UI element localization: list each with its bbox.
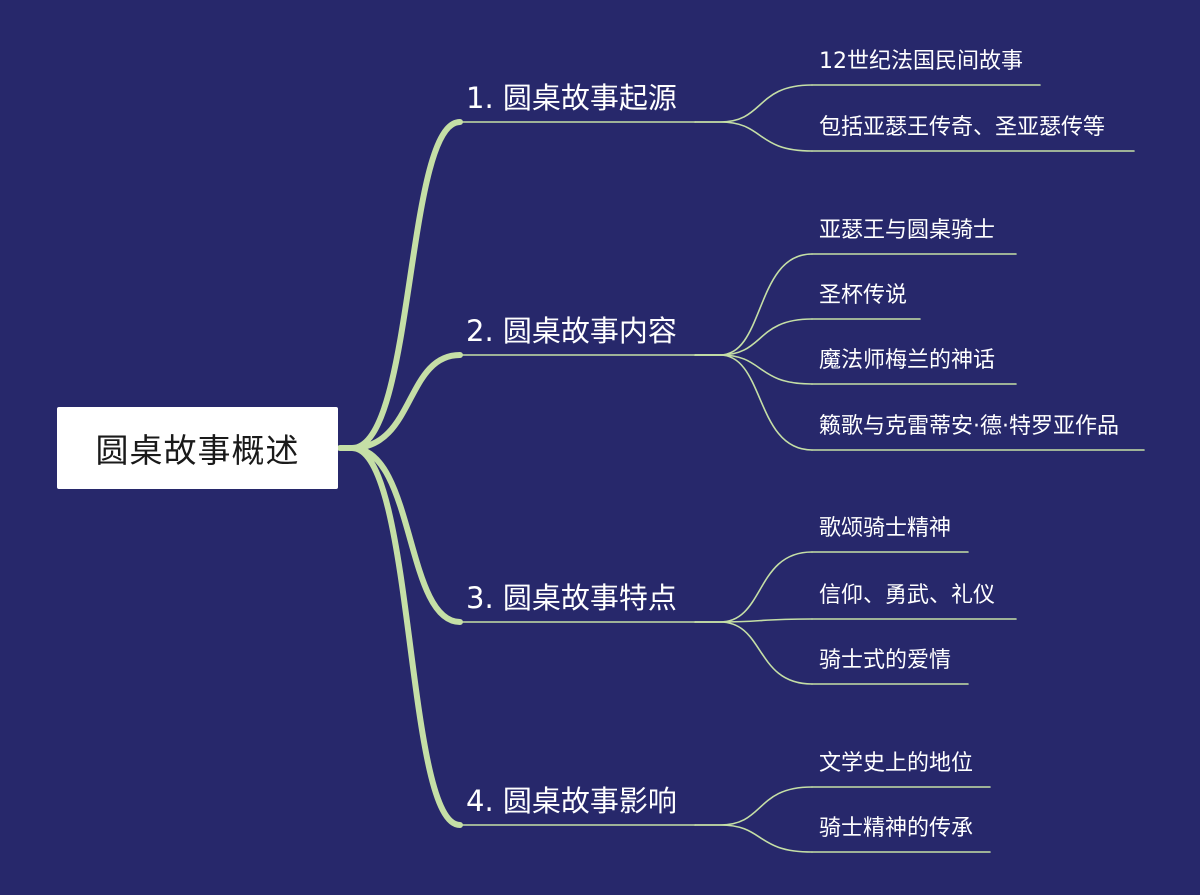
branch-label-3[interactable]: 3. 圆桌故事特点 bbox=[466, 581, 677, 615]
leaf-label-2-2[interactable]: 圣杯传说 bbox=[819, 283, 908, 308]
root-node-label: 圆桌故事概述 bbox=[95, 431, 300, 470]
leaf-label-4-1[interactable]: 文学史上的地位 bbox=[819, 751, 974, 776]
branch-label-2[interactable]: 2. 圆桌故事内容 bbox=[466, 314, 677, 348]
leaf-label-2-3[interactable]: 魔法师梅兰的神话 bbox=[819, 348, 996, 373]
leaf-connector-2-3 bbox=[694, 354, 813, 385]
leaf-connector-2-1 bbox=[694, 253, 813, 356]
leaf-connector-3-1 bbox=[694, 551, 813, 623]
branch-connector-2 bbox=[349, 352, 463, 451]
leaf-connector-2-4 bbox=[694, 354, 813, 451]
branch-connector-4 bbox=[349, 445, 463, 828]
leaf-label-3-2[interactable]: 信仰、勇武、礼仪 bbox=[819, 583, 996, 608]
root-node[interactable]: 圆桌故事概述 bbox=[57, 407, 338, 489]
leaf-connector-4-2 bbox=[694, 824, 813, 853]
leaf-connector-1-1 bbox=[694, 84, 813, 123]
leaf-connector-4-1 bbox=[694, 786, 813, 826]
leaf-label-3-3[interactable]: 骑士式的爱情 bbox=[819, 648, 952, 673]
leaf-label-1-2[interactable]: 包括亚瑟王传奇、圣亚瑟传等 bbox=[819, 115, 1106, 140]
branch-connector-1 bbox=[349, 119, 463, 451]
leaf-label-2-1[interactable]: 亚瑟王与圆桌骑士 bbox=[819, 218, 996, 243]
leaf-label-2-4[interactable]: 籁歌与克雷蒂安·德·特罗亚作品 bbox=[819, 414, 1119, 439]
leaf-connector-1-2 bbox=[694, 121, 813, 152]
branch-label-1[interactable]: 1. 圆桌故事起源 bbox=[466, 81, 677, 115]
leaf-label-1-1[interactable]: 12世纪法国民间故事 bbox=[819, 49, 1023, 74]
leaf-connector-3-3 bbox=[694, 621, 813, 685]
leaf-label-3-1[interactable]: 歌颂骑士精神 bbox=[819, 516, 952, 541]
branch-label-4[interactable]: 4. 圆桌故事影响 bbox=[466, 784, 677, 818]
branch-connector-3 bbox=[349, 445, 463, 625]
leaf-label-4-2[interactable]: 骑士精神的传承 bbox=[819, 816, 974, 841]
